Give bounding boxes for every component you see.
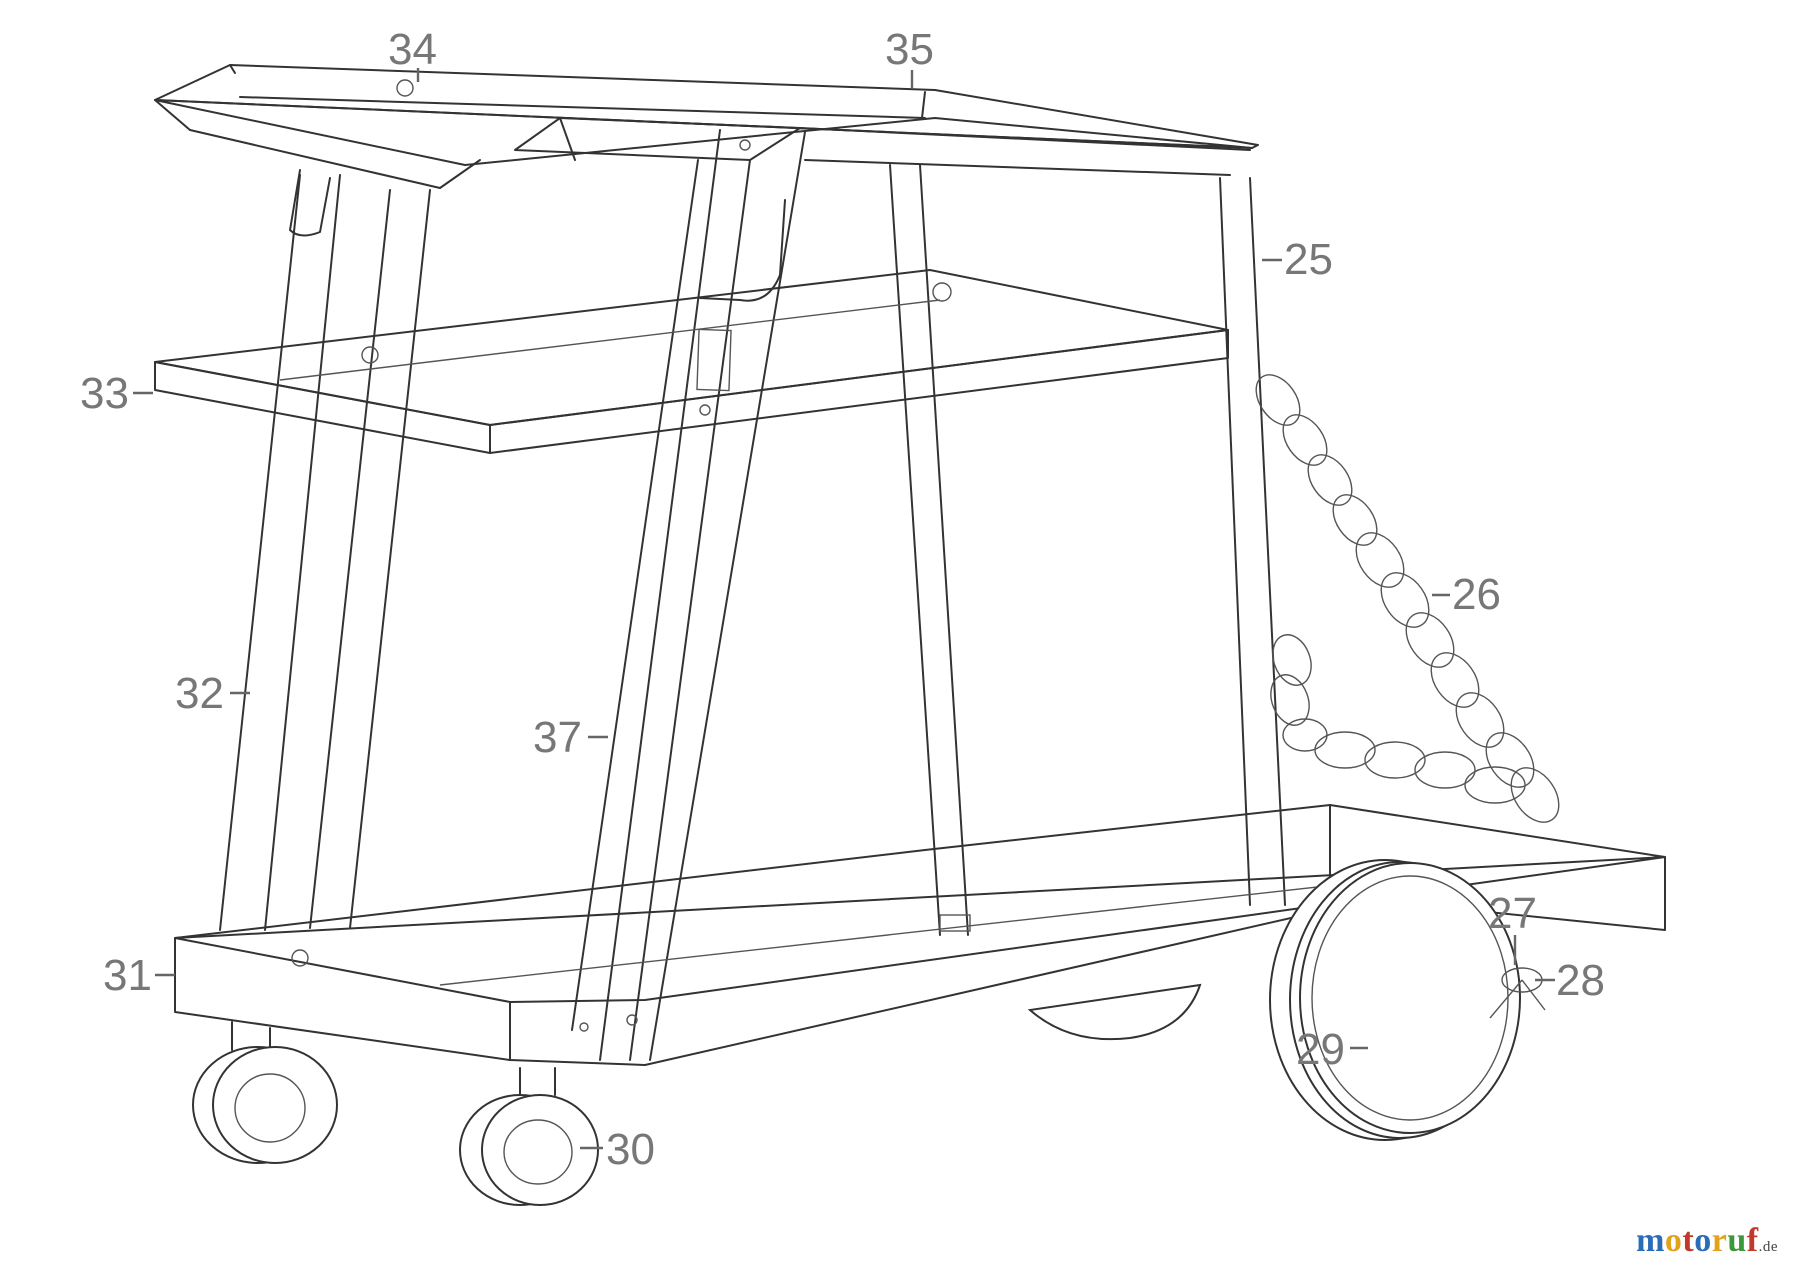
brand-letter: r	[1711, 1222, 1728, 1259]
brand-wordmark: motoruf	[1636, 1222, 1759, 1260]
callout-32: 32	[175, 669, 224, 718]
rear-wheels	[1027, 859, 1546, 1141]
callout-28: 28	[1556, 956, 1605, 1005]
brand-tld: .de	[1758, 1239, 1778, 1255]
callout-34: 34	[388, 25, 437, 74]
callout-33: 33	[80, 369, 129, 418]
callout-35: 35	[885, 25, 934, 74]
callout-26: 26	[1452, 570, 1501, 619]
brand-letter: f	[1746, 1222, 1759, 1259]
callout-25: 25	[1284, 235, 1333, 284]
callout-31: 31	[103, 951, 152, 1000]
brand-letter: u	[1727, 1222, 1747, 1259]
brand-letter: t	[1682, 1222, 1695, 1259]
brand-letter: o	[1664, 1222, 1683, 1259]
middle-shelf	[154, 269, 1229, 454]
brand-letter: m	[1636, 1222, 1665, 1259]
leader-lines	[133, 68, 1555, 1150]
brand-letter: o	[1694, 1222, 1712, 1259]
callout-27: 27	[1488, 889, 1537, 938]
callout-labels: 34 35 25 26 27 28 29 30 31 32 33 37	[80, 25, 1605, 1174]
rear-frame	[514, 117, 1251, 1061]
brand-logo: motoruf.de	[1636, 1222, 1778, 1260]
callout-30: 30	[606, 1125, 655, 1174]
rear-posts	[889, 164, 1286, 936]
callout-37: 37	[533, 713, 582, 762]
front-uprights	[219, 169, 786, 931]
callout-29: 29	[1296, 1025, 1345, 1074]
front-casters	[192, 1021, 599, 1206]
safety-chain	[1255, 374, 1560, 823]
bottom-tray	[174, 804, 1666, 1066]
